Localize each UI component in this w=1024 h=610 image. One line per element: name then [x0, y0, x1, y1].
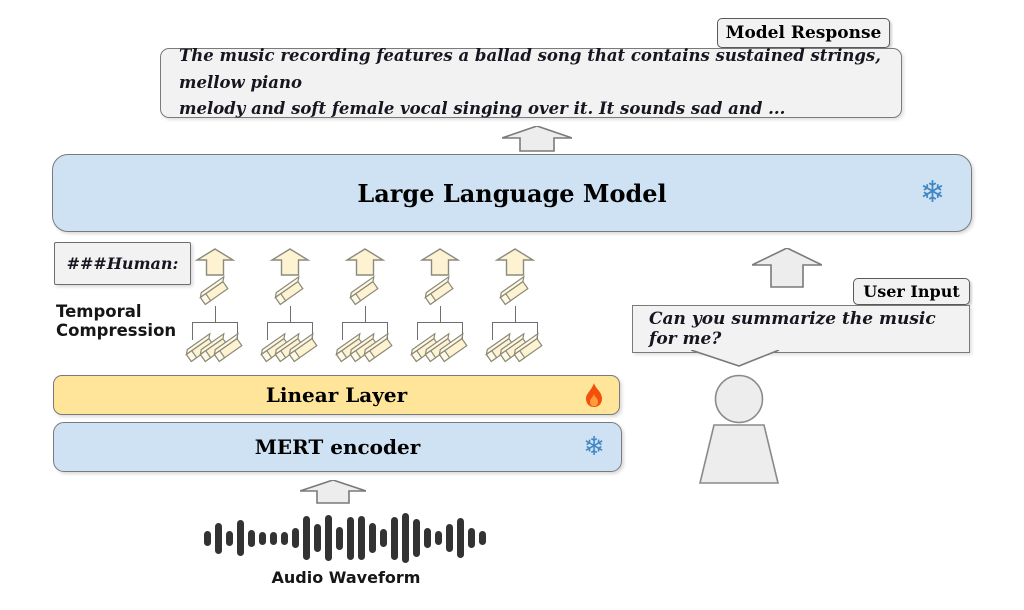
- arrow-up-user-to-llm-icon: [752, 248, 822, 288]
- compressed-token-arrow-icon: [494, 248, 536, 276]
- audio-waveform: [204, 512, 488, 564]
- temporal-compression-line2: Compression: [56, 321, 177, 341]
- human-prompt-label: ###Human:: [66, 254, 179, 273]
- waveform-bar: [303, 516, 310, 560]
- waveform-bar: [281, 531, 288, 545]
- waveform-bar: [270, 531, 277, 545]
- waveform-bar: [204, 530, 211, 546]
- temporal-compression-line1: Temporal: [56, 302, 142, 321]
- mert-encoder-label: MERT encoder: [254, 435, 421, 459]
- token-group: [409, 248, 471, 368]
- waveform-bar: [369, 523, 376, 553]
- aggregation-bracket: [267, 322, 313, 340]
- user-question-text: Can you summarize the music for me?: [649, 309, 936, 349]
- waveform-bar: [314, 524, 321, 552]
- waveform-bar: [468, 528, 475, 548]
- aggregation-bracket: [192, 322, 238, 340]
- model-response-bubble: The music recording features a ballad so…: [160, 46, 902, 118]
- token-connector-line: [364, 306, 366, 323]
- token-group: [484, 248, 546, 368]
- fire-icon: [586, 383, 602, 407]
- model-response-text-line1: The music recording features a ballad so…: [179, 45, 881, 92]
- token-connector-line: [439, 306, 441, 323]
- user-person-icon: [698, 374, 780, 484]
- token-3d-bar: [274, 275, 304, 306]
- token-3d-bar: [513, 332, 543, 363]
- llm-box: Large Language Model ❄: [52, 154, 972, 232]
- model-response-tab-label: Model Response: [725, 23, 882, 43]
- compressed-token-arrow-icon: [269, 248, 311, 276]
- waveform-bar: [325, 515, 332, 561]
- user-question-bubble: Can you summarize the music for me?: [632, 305, 970, 367]
- waveform-bar: [435, 531, 442, 545]
- waveform-bar: [248, 529, 255, 547]
- token-3d-bar: [499, 275, 529, 306]
- aggregation-bracket: [492, 322, 538, 340]
- aggregation-bracket: [342, 322, 388, 340]
- token-3d-bar: [424, 275, 454, 306]
- compressed-token-arrow-icon: [194, 248, 236, 276]
- linear-layer-box: Linear Layer: [53, 375, 620, 415]
- linear-layer-label: Linear Layer: [265, 383, 408, 407]
- audio-waveform-label: Audio Waveform: [271, 568, 421, 587]
- token-connector-line: [514, 306, 516, 323]
- waveform-bar: [446, 524, 453, 552]
- waveform-bar: [424, 528, 431, 548]
- waveform-bar: [402, 513, 409, 563]
- human-prompt-tag: ###Human:: [54, 242, 191, 285]
- token-group: [334, 248, 396, 368]
- compressed-token-arrow-icon: [419, 248, 461, 276]
- token-3d-bar: [260, 332, 290, 363]
- token-connector-line: [289, 306, 291, 323]
- waveform-bar: [413, 519, 420, 557]
- waveform-bar: [479, 531, 486, 545]
- waveform-bar: [215, 522, 222, 554]
- model-response-text-line2: melody and soft female vocal singing ove…: [179, 99, 786, 119]
- mert-encoder-box: MERT encoder ❄: [53, 422, 622, 472]
- waveform-bar: [336, 526, 343, 550]
- token-3d-bar: [485, 332, 515, 363]
- waveform-bar: [391, 516, 398, 560]
- waveform-bar: [347, 516, 354, 560]
- aggregation-bracket: [417, 322, 463, 340]
- waveform-bar: [259, 531, 266, 545]
- compressed-token-arrow-icon: [344, 248, 386, 276]
- arrow-up-waveform-to-mert-icon: [300, 480, 366, 504]
- token-3d-bar: [199, 275, 229, 306]
- arrow-up-llm-to-response-icon: [502, 126, 572, 152]
- token-3d-bar: [438, 332, 468, 363]
- waveform-bar: [380, 529, 387, 547]
- llm-box-label: Large Language Model: [357, 178, 667, 208]
- token-3d-bar: [363, 332, 393, 363]
- waveform-bar: [457, 518, 464, 558]
- waveform-bar: [226, 530, 233, 546]
- token-group: [184, 248, 246, 368]
- model-response-tab: Model Response: [717, 18, 890, 48]
- user-input-tab: User Input: [853, 278, 970, 305]
- waveform-bar: [237, 520, 244, 556]
- token-3d-bar: [288, 332, 318, 363]
- user-input-tab-label: User Input: [863, 282, 960, 301]
- waveform-bar: [292, 528, 299, 548]
- token-3d-bar: [213, 332, 243, 363]
- waveform-bar: [358, 516, 365, 560]
- snowflake-icon: ❄: [583, 432, 605, 462]
- token-3d-bar: [335, 332, 365, 363]
- temporal-token-groups: [0, 248, 1024, 368]
- token-3d-bar: [410, 332, 440, 363]
- token-group: [259, 248, 321, 368]
- snowflake-icon: ❄: [919, 175, 945, 210]
- speech-bubble-tail: [691, 350, 779, 367]
- token-3d-bar: [349, 275, 379, 306]
- token-connector-line: [214, 306, 216, 323]
- temporal-compression-label: Temporal Compression: [56, 302, 176, 341]
